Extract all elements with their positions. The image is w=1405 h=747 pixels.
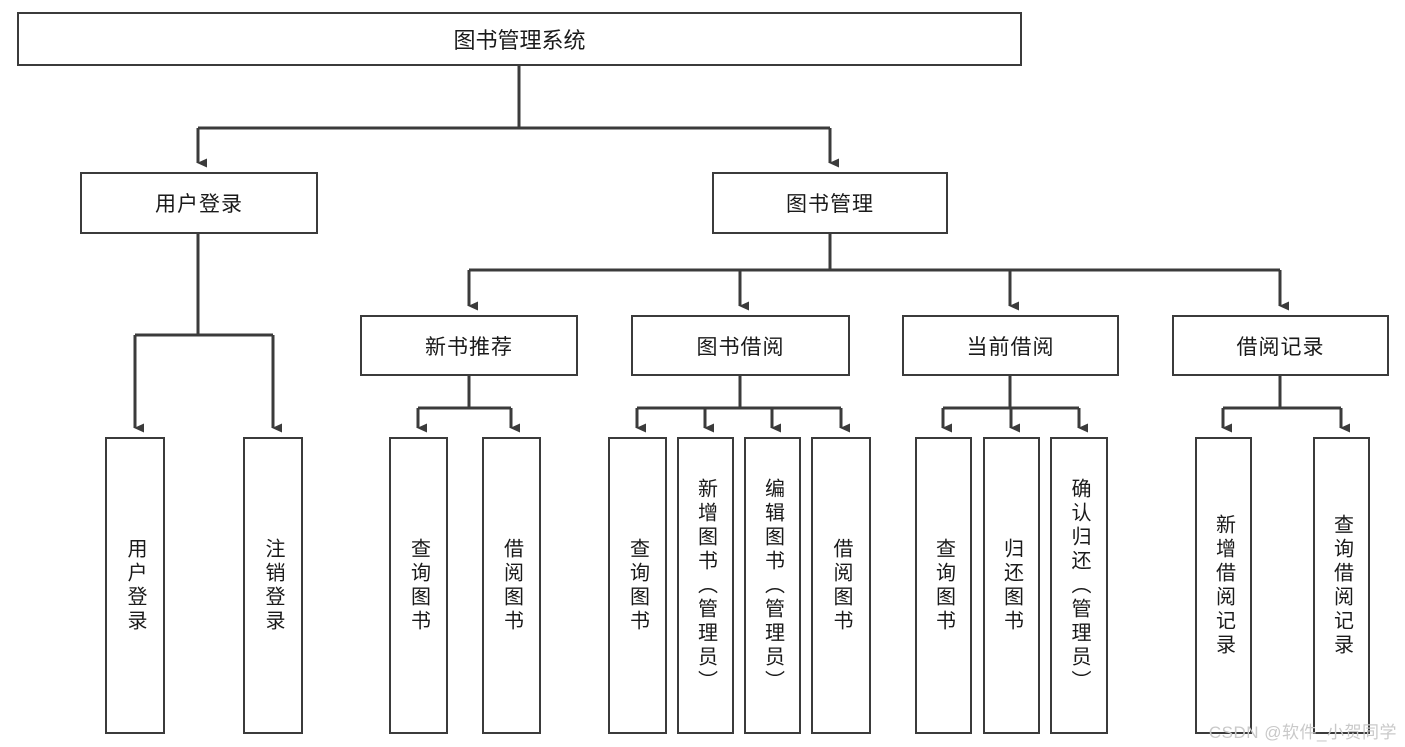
node-label: 查询图书: [626, 537, 649, 634]
node-borrow-record[interactable]: 借阅记录: [1172, 315, 1389, 376]
leaf-user-login[interactable]: 用户登录: [105, 437, 165, 734]
leaf-query-book-recommend[interactable]: 查询图书: [389, 437, 448, 734]
node-book-management-system[interactable]: 图书管理系统: [17, 12, 1022, 66]
node-label: 借阅图书: [500, 537, 523, 634]
leaf-query-book-current[interactable]: 查询图书: [915, 437, 972, 734]
node-label: 查询借阅记录: [1330, 513, 1353, 658]
watermark-text: CSDN @软件_小贺同学: [1208, 723, 1397, 742]
node-user-login[interactable]: 用户登录: [80, 172, 318, 234]
node-book-borrow[interactable]: 图书借阅: [631, 315, 850, 376]
node-label: 归还图书: [1000, 537, 1023, 634]
node-label: 用户登录: [124, 537, 146, 634]
node-label: 新增借阅记录: [1212, 513, 1235, 658]
leaf-edit-book-admin[interactable]: 编辑图书（管理员）: [744, 437, 801, 734]
node-label: 图书管理: [786, 193, 874, 216]
leaf-query-borrow-record[interactable]: 查询借阅记录: [1313, 437, 1370, 734]
node-label: 新书推荐: [425, 335, 513, 359]
leaf-borrow-book[interactable]: 借阅图书: [811, 437, 871, 734]
node-label: 确认归还（管理员）: [1068, 477, 1090, 694]
leaf-confirm-return-admin[interactable]: 确认归还（管理员）: [1050, 437, 1108, 734]
node-label: 查询图书: [932, 537, 955, 634]
leaf-borrow-book-recommend[interactable]: 借阅图书: [482, 437, 541, 734]
node-label: 借阅图书: [830, 537, 852, 634]
node-book-management[interactable]: 图书管理: [712, 172, 948, 234]
node-current-borrow[interactable]: 当前借阅: [902, 315, 1119, 376]
node-label: 图书借阅: [696, 335, 785, 359]
node-label: 编辑图书（管理员）: [761, 477, 784, 694]
leaf-add-book-admin[interactable]: 新增图书（管理员）: [677, 437, 734, 734]
node-label: 图书管理系统: [453, 28, 586, 53]
node-new-book-recommend[interactable]: 新书推荐: [360, 315, 578, 376]
node-label: 用户登录: [155, 193, 243, 216]
leaf-logout-login[interactable]: 注销登录: [243, 437, 303, 734]
node-label: 查询图书: [407, 537, 430, 634]
node-label: 借阅记录: [1236, 335, 1325, 359]
leaf-query-book-borrow[interactable]: 查询图书: [608, 437, 667, 734]
leaf-add-borrow-record[interactable]: 新增借阅记录: [1195, 437, 1252, 734]
leaf-return-book[interactable]: 归还图书: [983, 437, 1040, 734]
node-label: 注销登录: [262, 537, 284, 634]
node-label: 新增图书（管理员）: [694, 477, 717, 694]
node-label: 当前借阅: [966, 335, 1055, 359]
